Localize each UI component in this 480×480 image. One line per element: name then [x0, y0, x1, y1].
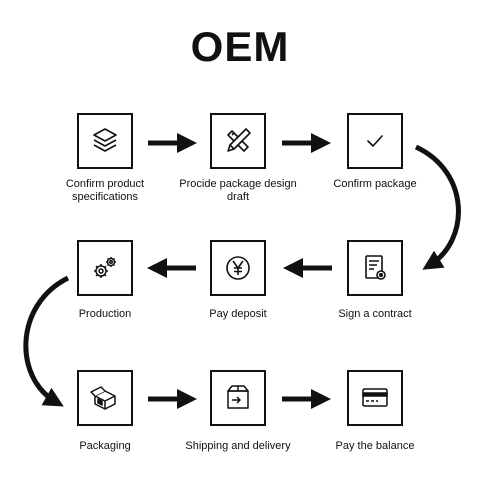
pencil-ruler-icon: [227, 128, 251, 152]
gears-icon: [94, 257, 116, 278]
arrow-3-to-4: [414, 144, 461, 270]
step-confirm-package: [347, 113, 403, 169]
step-pay-deposit: [210, 240, 266, 296]
step-label-sign-contract: Sign a contract: [338, 308, 412, 320]
step-label-pay-balance: Pay the balance: [335, 440, 415, 452]
step-label-confirm-product-specifications: Confirm product specifications: [65, 178, 145, 203]
step-packaging: [77, 370, 133, 426]
shipping-box-icon: [227, 385, 249, 409]
step-shipping-delivery: [210, 370, 266, 426]
step-production: [77, 240, 133, 296]
step-pay-balance: [347, 370, 403, 426]
layers-icon: [93, 128, 117, 152]
step-sign-contract: [347, 240, 403, 296]
arrow-6-to-7: [23, 275, 70, 407]
step-label-packaging: Packaging: [79, 440, 131, 452]
step-label-package-design-draft: Procide package design draft: [179, 178, 297, 203]
contract-document-icon: [365, 255, 386, 280]
step-label-production: Production: [78, 308, 132, 320]
yen-coin-icon: [226, 256, 250, 280]
diagram-title: OEM: [190, 23, 290, 70]
step-label-shipping-delivery: Shipping and delivery: [185, 440, 291, 452]
step-label-confirm-package: Confirm package: [333, 178, 417, 190]
step-confirm-product-specifications: [77, 113, 133, 169]
step-package-design-draft: [210, 113, 266, 169]
credit-card-icon: [362, 388, 388, 407]
checkmark-icon: [367, 135, 383, 147]
step-label-pay-deposit: Pay deposit: [209, 308, 267, 320]
open-box-icon: [90, 386, 116, 410]
